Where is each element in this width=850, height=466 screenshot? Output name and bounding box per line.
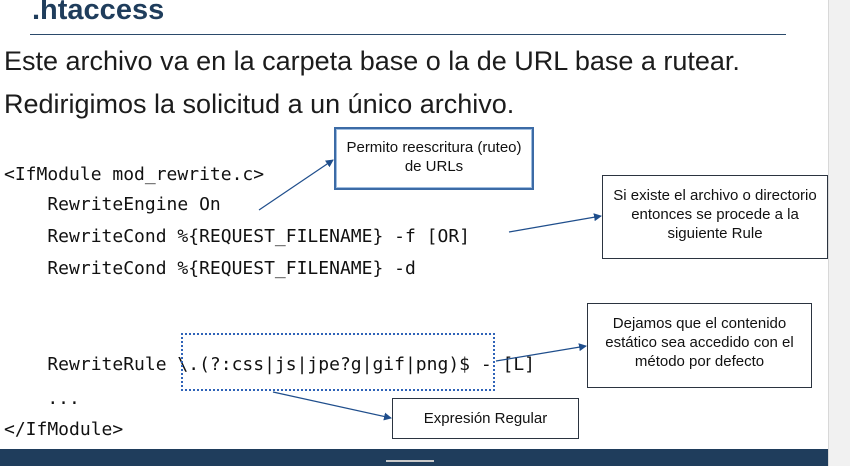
code-line-rewrite-cond-f: RewriteCond %{REQUEST_FILENAME} -f [OR] — [4, 226, 470, 247]
title-divider — [30, 34, 786, 35]
code-line-rewrite-engine: RewriteEngine On — [4, 194, 221, 215]
slide: .htaccess Este archivo va en la carpeta … — [0, 0, 828, 466]
body-line-2: Redirigimos la solicitud a un único arch… — [4, 89, 515, 119]
slide-title: .htaccess — [32, 0, 165, 26]
callout-cond: Si existe el archivo o directorio entonc… — [602, 175, 828, 259]
code-line-ifmodule-close: </IfModule> — [4, 419, 124, 440]
code-line-rewrite-cond-d: RewriteCond %{REQUEST_FILENAME} -d — [4, 258, 416, 279]
footer-bar — [0, 449, 828, 466]
right-gutter — [828, 0, 850, 466]
callout-regex: Expresión Regular — [392, 398, 579, 439]
footer-mark — [386, 460, 434, 462]
body-line-1: Este archivo va en la carpeta base o la … — [4, 46, 740, 76]
code-line-ifmodule-open: <IfModule mod_rewrite.c> — [4, 164, 265, 185]
regex-highlight-box — [181, 333, 495, 391]
callout-static: Dejamos que el contenido estático sea ac… — [587, 303, 812, 388]
callout-rewrite: Permito reescritura (ruteo) de URLs — [334, 127, 534, 190]
code-line-ellipsis: ... — [4, 388, 80, 409]
